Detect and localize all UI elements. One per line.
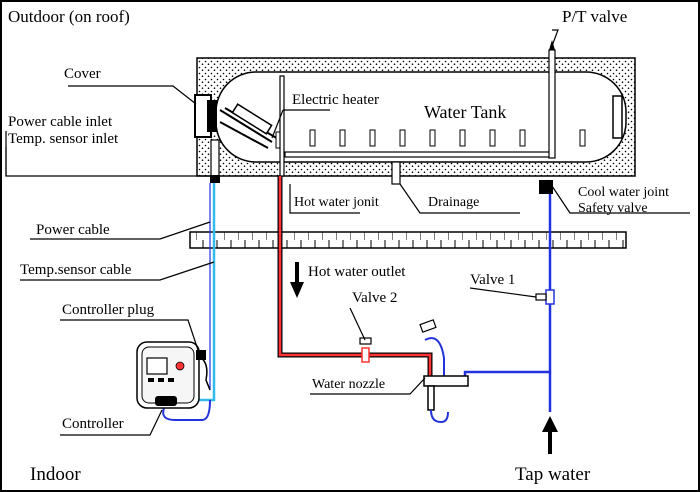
valve-1: [535, 289, 555, 305]
controller: [136, 341, 206, 409]
label-water-nozzle: Water nozzle: [312, 377, 385, 392]
hot-water-outlet-arrow: [290, 262, 304, 298]
label-pt-valve: P/T valve: [562, 7, 627, 26]
label-temp-sensor-cable: Temp.sensor cable: [20, 262, 132, 278]
label-power-cable-inlet: Power cable inlet: [8, 114, 113, 130]
label-cool-water-joint: Cool water joint: [578, 185, 669, 200]
label-tap-water: Tap water: [515, 464, 591, 485]
leader-lines: [5, 29, 690, 436]
hot-pipe: [278, 176, 432, 378]
label-indoor: Indoor: [30, 464, 81, 485]
safety-valve: [539, 180, 553, 194]
heater-body: [231, 103, 273, 135]
label-drainage: Drainage: [428, 195, 479, 210]
label-controller: Controller: [62, 416, 124, 432]
controller-base: [155, 396, 177, 406]
valve-2: [359, 337, 372, 363]
label-valve-1: Valve 1: [470, 272, 515, 288]
label-hot-water-joint: Hot water jonit: [294, 195, 379, 210]
inner-pipe: [284, 151, 554, 158]
label-water-tank: Water Tank: [424, 102, 506, 122]
label-electric-heater: Electric heater: [292, 92, 379, 108]
inlet-cap: [210, 175, 220, 183]
label-controller-plug: Controller plug: [62, 302, 155, 318]
label-valve-2: Valve 2: [352, 290, 397, 306]
label-outdoor: Outdoor (on roof): [8, 7, 130, 26]
cover-flange: [207, 100, 217, 132]
controller-display: [146, 357, 168, 375]
tap-water-arrow: [542, 416, 558, 454]
label-hot-water-outlet: Hot water outlet: [308, 264, 406, 280]
drainage-pipe: [391, 161, 401, 185]
controller-cord: [162, 399, 211, 421]
controller-plug: [196, 350, 206, 360]
pt-valve-pipe: [548, 49, 556, 159]
label-safety-valve: Safety valve: [578, 201, 648, 216]
controller-led: [175, 361, 185, 371]
tank-end-fitting: [612, 95, 623, 139]
hot-water-joint-pipe: [279, 75, 285, 177]
label-temp-sensor-inlet: Temp. sensor inlet: [8, 131, 119, 147]
water-nozzle: [419, 319, 469, 424]
label-power-cable: Power cable: [36, 222, 110, 238]
inlet-pipe: [210, 139, 220, 179]
roof-wall: [189, 231, 627, 249]
label-cover: Cover: [64, 66, 101, 82]
water-tank: [194, 40, 636, 194]
